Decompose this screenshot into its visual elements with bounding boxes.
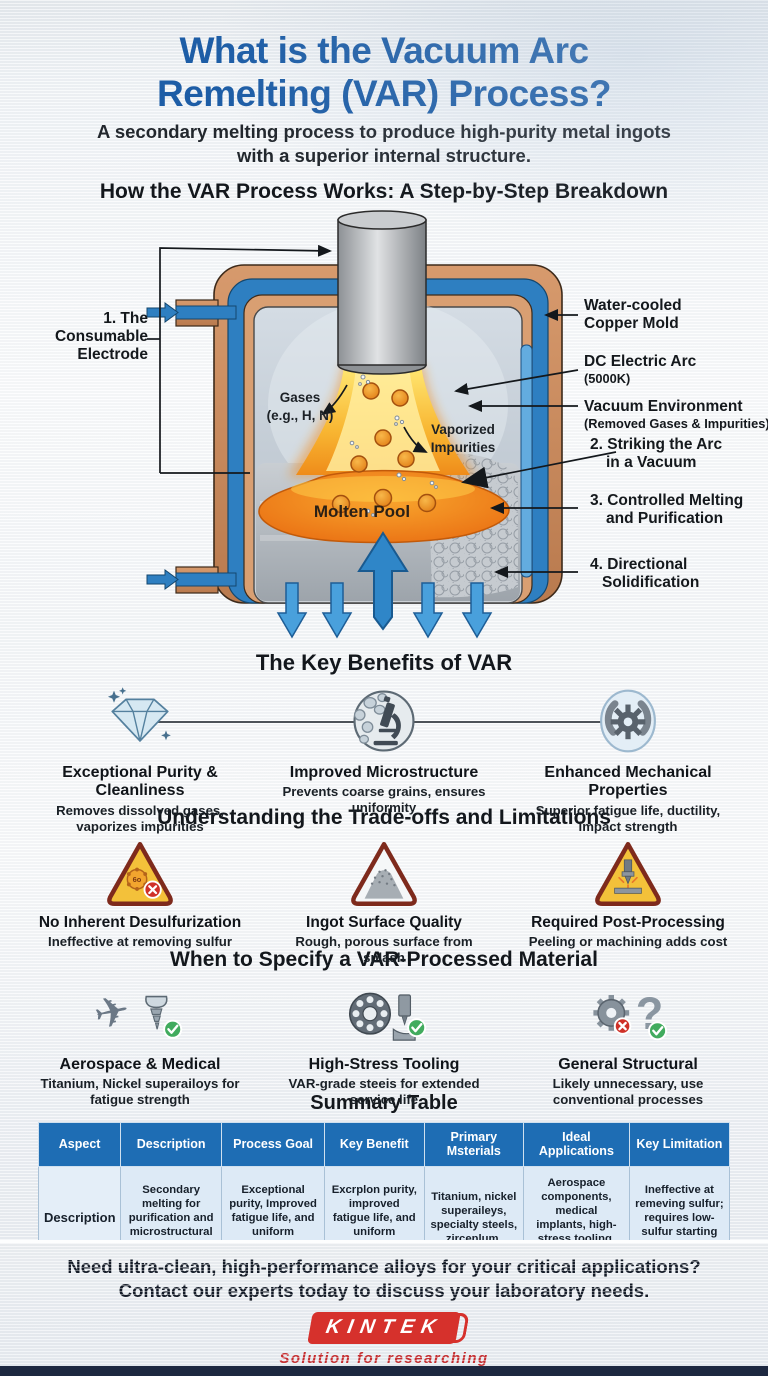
- logo-tagline: Solution for researching: [279, 1350, 489, 1368]
- column-header-description: Description: [120, 1122, 223, 1167]
- label-vaporized-line1: Vaporized: [431, 422, 495, 437]
- column-header-aspect: Aspect: [37, 1122, 122, 1167]
- metal-droplets: [331, 382, 437, 514]
- tradeoff-card-desulfurization: 6o No Inherent Desulfurization Ineffecti…: [18, 838, 262, 966]
- tradeoff-card-surface: Ingot Surface Quality Rough, porous surf…: [262, 838, 506, 966]
- label-step2-line2: in a Vacuum: [606, 454, 696, 471]
- page-subtitle: A secondary melting process to produce h…: [97, 121, 671, 166]
- electric-arc: [288, 365, 478, 477]
- benefit-card-mechanical: Enhanced Mechanical Properties Superior …: [506, 682, 750, 835]
- label-arc-line2: (5000K): [584, 371, 630, 386]
- label-step4-line1: 4. Directional: [590, 556, 687, 573]
- check-badge-icon: [163, 1019, 183, 1039]
- specify-card-tooling: High-Stress Tooling VAR-grade steeis for…: [262, 980, 506, 1109]
- label-electrode-line1: 1. The: [103, 310, 148, 327]
- label-mold-line2: Copper Mold: [584, 315, 679, 332]
- benefit-title: Exceptional Purity & Cleanliness: [62, 764, 218, 800]
- label-vacuum-line2: (Removed Gases & Impurities): [584, 416, 768, 431]
- desulfurization-warning-icon: 6o: [107, 841, 173, 907]
- diamond-icon: [107, 687, 171, 742]
- benefit-card-microstructure: Improved Microstructure Prevents coarse …: [262, 682, 506, 835]
- tradeoff-desc: Ineffective at removing sulfur: [48, 933, 232, 949]
- benefits-cards: Exceptional Purity & Cleanliness Removes…: [18, 682, 750, 835]
- benefit-card-purity: Exceptional Purity & Cleanliness Removes…: [18, 682, 262, 835]
- solidification-up-arrow: [357, 531, 409, 631]
- airplane-icon: ✈: [90, 986, 134, 1039]
- column-header-process-goal: Process Goal: [221, 1122, 326, 1167]
- mechanical-properties-icon: [600, 689, 656, 753]
- tradeoff-title: No Inherent Desulfurization: [38, 914, 242, 931]
- specify-desc: VAR-grade steeis for extended service li…: [288, 1076, 480, 1108]
- surface-quality-warning-icon: [351, 841, 417, 907]
- specify-title: Aerospace & Medical: [59, 1056, 221, 1073]
- consumable-electrode: [337, 210, 427, 375]
- implant-icon: [145, 995, 168, 1009]
- coolant-outlet-arrows: [276, 582, 493, 639]
- var-furnace-diagram: 1. The Consumable Electrode Water-cooled…: [55, 210, 768, 639]
- aerospace-medical-icon: ✈: [90, 986, 183, 1039]
- molecule-label: 6o: [133, 875, 142, 884]
- specify-cards: ✈ Aerospace & Medical Titanium, Nickel s…: [18, 980, 750, 1109]
- specify-title: General Structural: [558, 1056, 698, 1073]
- label-mold-line1: Water-cooled: [584, 297, 682, 314]
- label-molten-pool: Molten Pool: [314, 502, 410, 521]
- specify-card-aerospace: ✈ Aerospace & Medical Titanium, Nickel s…: [18, 980, 262, 1109]
- label-step3-line1: 3. Controlled Melting: [590, 492, 743, 509]
- summary-section-heading: Summary Table: [310, 1092, 458, 1114]
- post-processing-warning-icon: [595, 841, 661, 907]
- coolant-inlet-bottom: [146, 566, 237, 594]
- check-badge-icon: [648, 1021, 668, 1041]
- grinder-icon: [398, 994, 412, 1017]
- label-step2-line1: 2. Striking the Arc: [590, 436, 722, 453]
- label-arc-line1: DC Electric Arc: [584, 353, 697, 370]
- column-header-primary-materials: Primary Msterials: [423, 1122, 525, 1167]
- gas-bubbles: [349, 374, 438, 517]
- tradeoff-desc: Peeling or machining adds cost: [528, 933, 728, 949]
- label-step3-line2: and Purification: [606, 510, 723, 527]
- column-header-ideal-applications: Ideal Applications: [523, 1122, 630, 1167]
- benefit-desc: Prevents coarse grains, ensures uniformi…: [282, 784, 486, 816]
- benefit-title: Enhanced Mechanical Properties: [544, 764, 712, 800]
- process-section-heading: How the VAR Process Works: A Step-by-Ste…: [99, 180, 669, 203]
- footer-cta: Need ultra-clean, high-performance alloy…: [67, 1256, 701, 1302]
- kintek-logo: KINTEK: [306, 1312, 462, 1345]
- label-vaporized-line2: Impurities: [431, 440, 496, 455]
- tradeoff-card-postprocessing: Required Post-Processing Peeling or mach…: [506, 838, 750, 966]
- table-header-row: Aspect Description Process Goal Key Bene…: [37, 1122, 731, 1167]
- footer: Need ultra-clean, high-performance alloy…: [0, 1240, 768, 1376]
- tradeoffs-cards: 6o No Inherent Desulfurization Ineffecti…: [18, 838, 750, 966]
- label-gases-line2: (e.g., H, N): [267, 408, 334, 423]
- label-vacuum-line1: Vacuum Environment: [584, 398, 742, 415]
- tooling-icon: [349, 992, 427, 1041]
- benefit-desc: Removes dissolved gases, vaporizes impur…: [56, 802, 224, 834]
- tradeoffs-section-heading: Understanding the Trade-offs and Limitat…: [157, 806, 611, 829]
- benefit-title: Improved Microstructure: [289, 764, 479, 781]
- general-structural-icon: ?: [593, 988, 668, 1041]
- specify-desc: Likely unnecessary, use conventional pro…: [552, 1076, 704, 1108]
- benefits-section-heading: The Key Benefits of VAR: [255, 650, 513, 675]
- column-header-key-limitation: Key Limitation: [628, 1122, 731, 1167]
- cooling-tube: [520, 344, 533, 578]
- microstructure-icon: [353, 690, 415, 752]
- check-badge-icon: [407, 1018, 427, 1038]
- label-electrode-line3: Electrode: [77, 346, 148, 363]
- specify-card-structural: ? General Structural Likely unnecessary,…: [506, 980, 750, 1109]
- tradeoff-title: Ingot Surface Quality: [306, 914, 462, 931]
- bottom-bar: [0, 1366, 768, 1376]
- benefit-desc: Superior fatigue life, ductility, impact…: [535, 802, 721, 834]
- specify-title: High-Stress Tooling: [308, 1056, 460, 1073]
- tradeoff-desc: Rough, porous surface from splash: [295, 933, 473, 965]
- coolant-inlet-top: [146, 299, 237, 327]
- specify-section-heading: When to Specify a VAR-Processed Material: [170, 948, 598, 971]
- label-step4-line2: Solidification: [602, 574, 699, 591]
- specify-desc: Titanium, Nickel superailoys for fatigue…: [40, 1076, 240, 1108]
- label-electrode-line2: Consumable: [55, 328, 148, 345]
- tradeoff-title: Required Post-Processing: [531, 914, 725, 931]
- column-header-key-benefit: Key Benefit: [324, 1122, 425, 1167]
- leader-lines: [147, 244, 617, 578]
- label-gases-line1: Gases: [280, 390, 321, 405]
- step2-thick-arrow: [461, 451, 617, 489]
